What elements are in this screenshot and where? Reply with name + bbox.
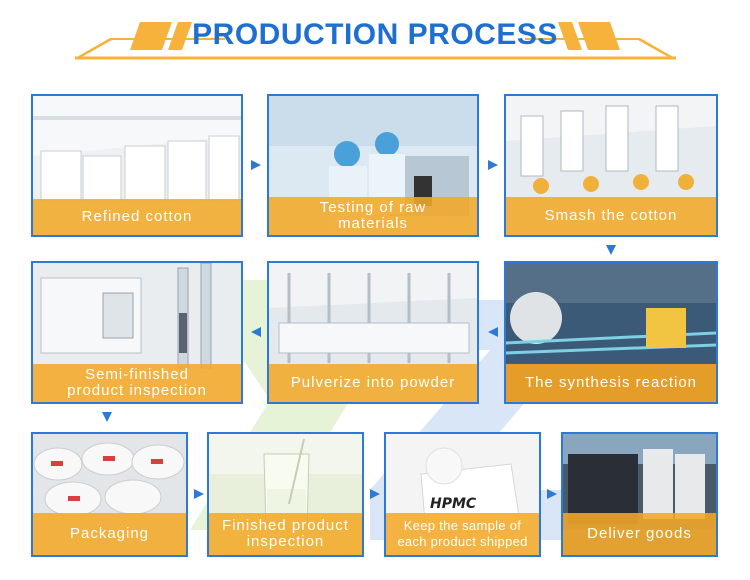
step-label-band: Finished product inspection — [209, 513, 362, 555]
arrow-right-icon — [251, 160, 261, 170]
step-label-band: Testing of raw materials — [269, 197, 477, 235]
step-label-band: Packaging — [33, 513, 186, 555]
step-card-keep-sample: Keep the sample of each product shipped — [384, 432, 541, 557]
step-card-deliver-goods: Deliver goods — [561, 432, 718, 557]
arrow-right-icon — [194, 489, 204, 499]
arrow-down-icon — [102, 412, 112, 422]
step-label: Refined cotton — [81, 208, 193, 225]
step-label-band: Refined cotton — [33, 199, 241, 235]
arrow-right-icon — [370, 489, 380, 499]
header-banner: PRODUCTION PROCESS — [0, 0, 750, 75]
step-card-synthesis-reaction: The synthesis reaction — [504, 261, 718, 404]
step-label: Packaging — [69, 525, 150, 542]
arrow-left-icon — [488, 327, 498, 337]
step-card-semi-finished-inspection: Semi-finished product inspection — [31, 261, 243, 404]
arrow-left-icon — [251, 327, 261, 337]
step-label-band: Semi-finished product inspection — [33, 364, 241, 402]
step-label: Semi-finished product inspection — [67, 366, 207, 399]
step-label: Deliver goods — [587, 525, 692, 542]
step-label: Smash the cotton — [544, 207, 678, 224]
arrow-right-icon — [547, 489, 557, 499]
sample-bag-label: HPMC — [430, 496, 477, 512]
arrow-down-icon — [606, 245, 616, 255]
step-label-band: Keep the sample of each product shipped — [386, 513, 539, 555]
step-card-pulverize-powder: Pulverize into powder — [267, 261, 479, 404]
step-label: Pulverize into powder — [290, 374, 456, 391]
step-card-testing-raw-materials: Testing of raw materials — [267, 94, 479, 237]
step-label: Testing of raw materials — [319, 199, 427, 232]
step-label-band: Smash the cotton — [506, 197, 716, 235]
step-label-band: Pulverize into powder — [269, 364, 477, 402]
step-label: Finished product inspection — [222, 517, 349, 550]
step-label-band: The synthesis reaction — [506, 364, 716, 402]
step-card-finished-inspection: Finished product inspection — [207, 432, 364, 557]
step-label: Keep the sample of each product shipped — [397, 518, 528, 549]
step-card-refined-cotton: Refined cotton — [31, 94, 243, 237]
step-card-packaging: Packaging — [31, 432, 188, 557]
step-label: The synthesis reaction — [524, 374, 698, 391]
header-decoration — [75, 22, 676, 60]
page-title: PRODUCTION PROCESS — [192, 18, 558, 51]
arrow-right-icon — [488, 160, 498, 170]
step-card-smash-cotton: Smash the cotton — [504, 94, 718, 237]
step-label-band: Deliver goods — [563, 513, 716, 555]
